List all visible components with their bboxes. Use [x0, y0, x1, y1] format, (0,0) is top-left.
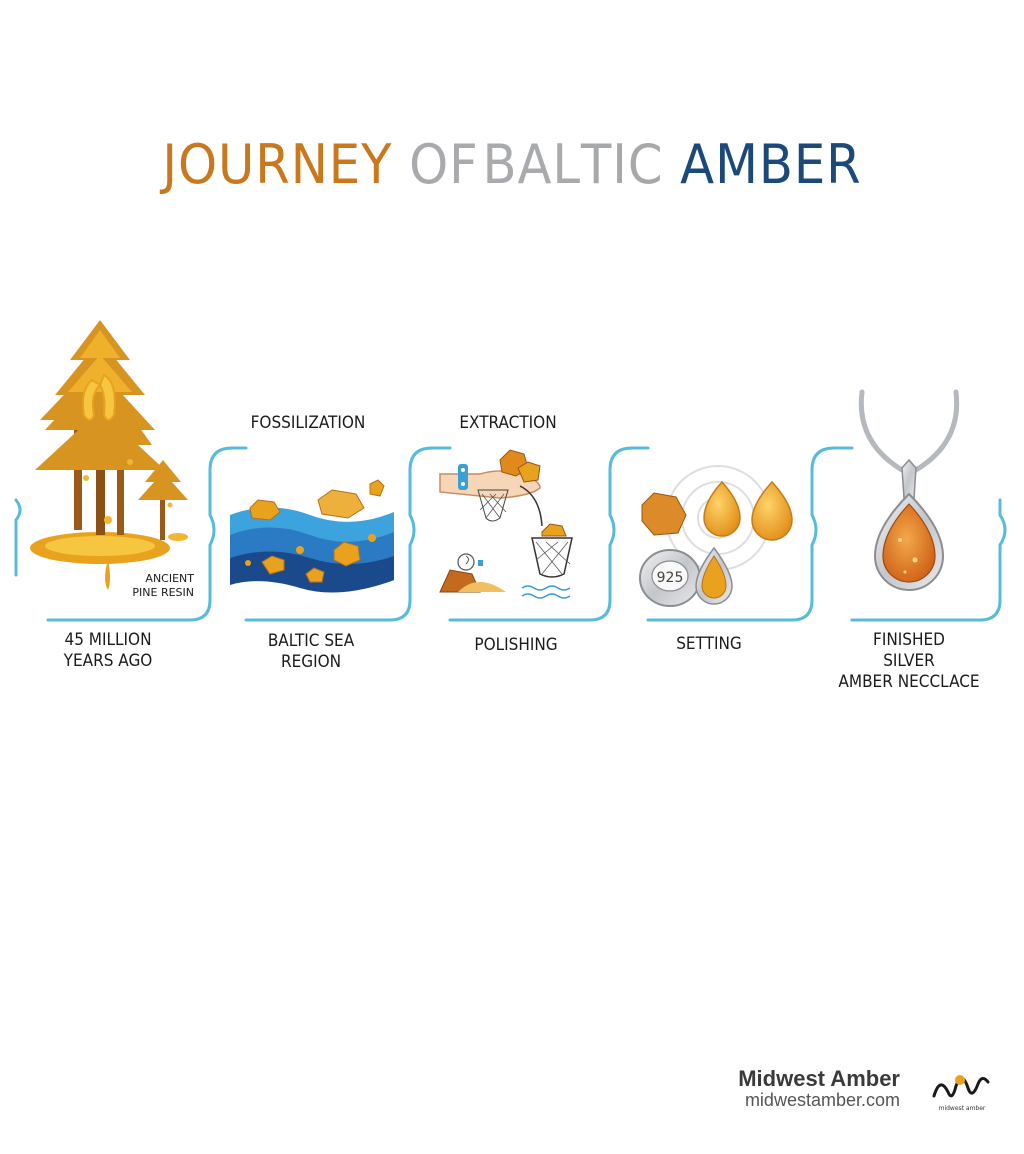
page-title: JOURNEY OF BALTIC AMBER: [41, 138, 983, 192]
brand-url: midwestamber.com: [744, 1090, 900, 1110]
logo-caption: midwest amber: [939, 1105, 986, 1112]
step-label-finished-necklace: FINISHED SILVER AMBER NECCLACE: [838, 630, 980, 692]
title-word-journey: JOURNEY: [162, 133, 393, 196]
step-label-polishing: POLISHING: [474, 635, 558, 655]
step-label-fossilization: FOSSILIZATION: [250, 413, 366, 433]
brand-logo: midwest amber: [930, 1066, 994, 1118]
step-label-45-million-years: 45 MILLION YEARS AGO: [63, 630, 153, 671]
title-word-of: OF: [409, 133, 479, 196]
step-label-extraction: EXTRACTION: [459, 413, 557, 433]
connector-lines: [14, 446, 1007, 622]
title-word-amber: AMBER: [680, 133, 862, 196]
pine-tree-resin-illustration: [30, 320, 188, 590]
silver-stamp-925: 925: [657, 570, 684, 586]
step-label-setting: SETTING: [676, 634, 742, 654]
step-label-baltic-sea-region: BALTIC SEA REGION: [267, 631, 355, 672]
baltic-sea-illustration: [230, 479, 394, 593]
extraction-illustration: [439, 449, 573, 599]
title-word-bal: BAL: [482, 133, 581, 196]
brand-name: Midwest Amber: [738, 1066, 900, 1091]
ancient-pine-resin-note: ANCIENT PINE RESIN: [132, 572, 194, 599]
title-word-tic: TIC: [580, 133, 664, 196]
amber-necklace-illustration: [858, 389, 960, 591]
setting-illustration: 925: [639, 465, 793, 607]
midwest-amber-logo-icon: midwest amber: [932, 1075, 990, 1112]
